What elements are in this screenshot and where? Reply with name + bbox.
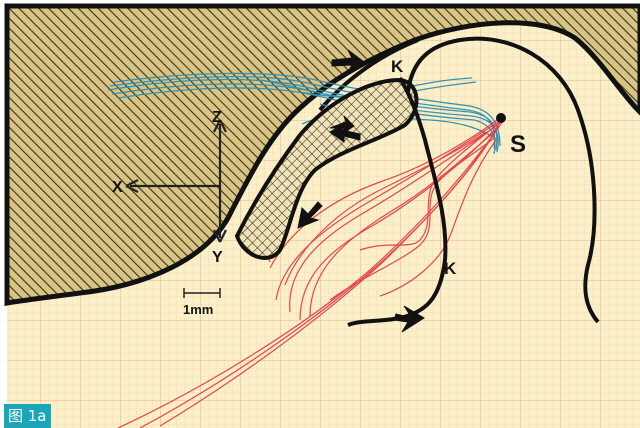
- figure-caption-badge: 图 1a: [4, 404, 51, 428]
- label-s: S: [510, 131, 526, 158]
- label-axis-y: Y: [212, 249, 223, 266]
- label-axis-x: X: [112, 179, 123, 196]
- label-axis-z: Z: [212, 109, 222, 126]
- label-scale-bar: 1mm: [183, 302, 213, 317]
- s-point-dot: [496, 113, 506, 123]
- label-k-top: K: [391, 57, 404, 76]
- label-k-bottom: K: [444, 259, 457, 278]
